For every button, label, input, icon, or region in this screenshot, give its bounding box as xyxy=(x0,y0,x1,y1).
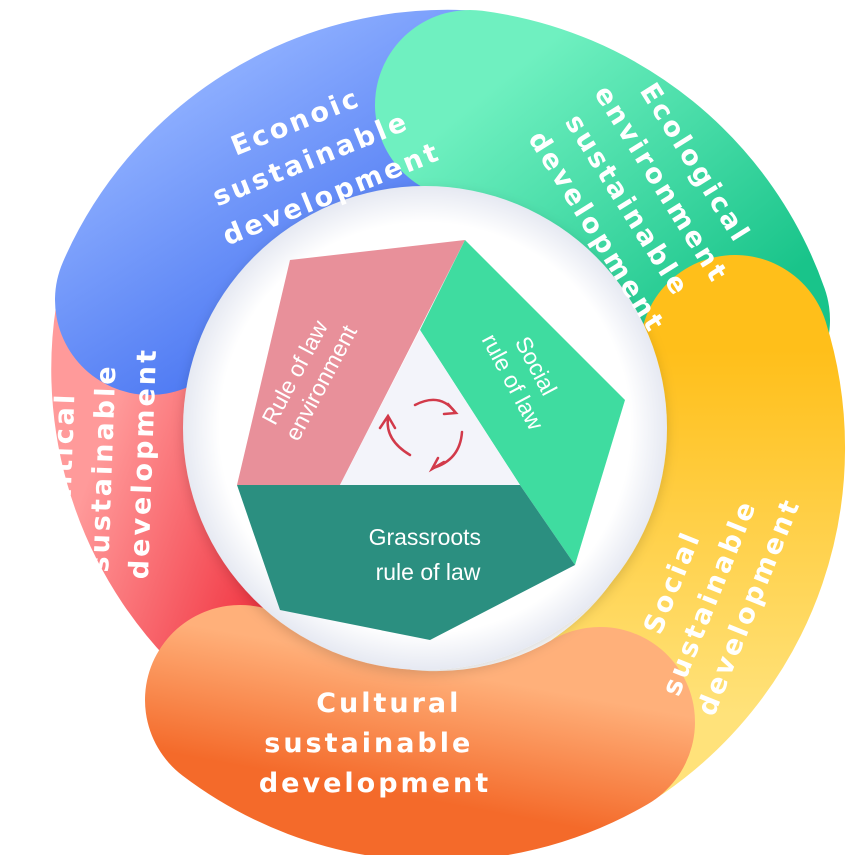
label-political: Political sustainable development xyxy=(44,344,163,580)
cycle-arrows-icon xyxy=(378,398,464,473)
segment-cultural xyxy=(145,605,695,855)
triangle-social-rule-of-law xyxy=(420,240,625,565)
triangle-rule-of-law-environment xyxy=(237,240,465,485)
label-grassroots-rule-of-law: Grassroots rule of law xyxy=(369,524,488,585)
label-cultural: Cultural sustainable development xyxy=(259,688,491,799)
triangle-grassroots-rule-of-law xyxy=(237,485,575,640)
center-triangle xyxy=(340,330,520,485)
